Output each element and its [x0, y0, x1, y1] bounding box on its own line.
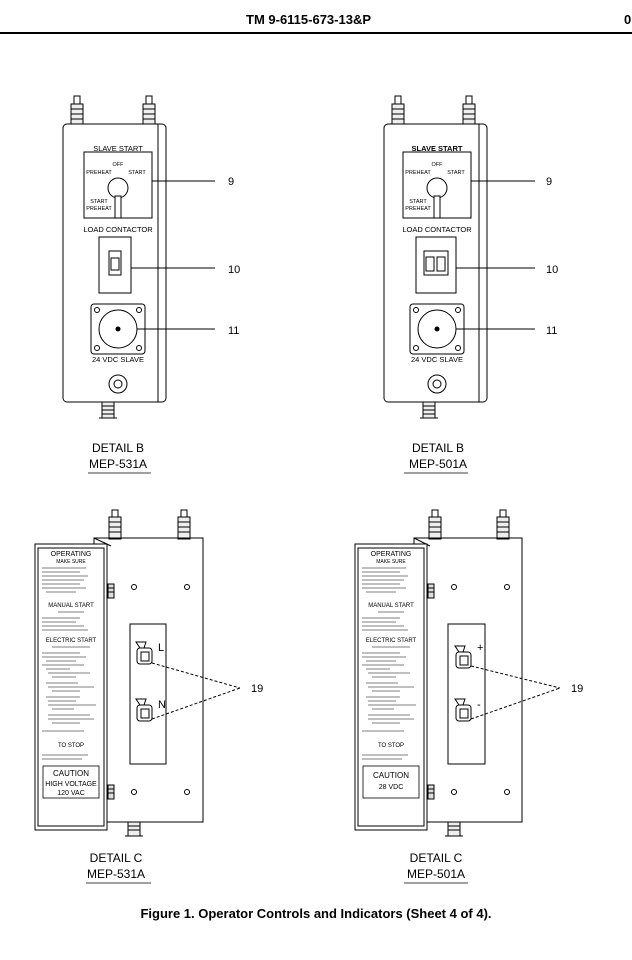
- detail-model: MEP-531A: [89, 457, 147, 471]
- detail-title: DETAIL C: [410, 851, 463, 865]
- load-contactor-label: LOAD CONTACTOR: [83, 225, 153, 234]
- caution-line-1: 28 VDC: [379, 784, 404, 791]
- switch-preheat-label: PREHEAT: [86, 170, 112, 176]
- callout-19: 19: [251, 683, 263, 695]
- detail-model: MEP-501A: [407, 867, 465, 881]
- detail-title: DETAIL B: [412, 441, 464, 455]
- detail-c-left-labels: L N 19: [158, 642, 263, 711]
- callout-9: 9: [228, 176, 234, 188]
- slave-start-label: SLAVE START: [412, 144, 463, 153]
- terminal-plus-label: +: [477, 642, 483, 654]
- load-contactor-label: LOAD CONTACTOR: [402, 225, 472, 234]
- page-header: TM 9-6115-673-13&P 0: [0, 12, 632, 32]
- electric-start-heading: ELECTRIC START: [46, 638, 97, 644]
- operating-heading: OPERATING: [51, 551, 92, 558]
- detail-c-left-plate: OPERATING MAKE SURE MANUAL START ELECTRI…: [42, 551, 100, 799]
- header-rule: [0, 32, 632, 34]
- detail-title: DETAIL B: [92, 441, 144, 455]
- switch-start-label: START: [128, 170, 146, 176]
- caution-line-1: HIGH VOLTAGE: [45, 781, 97, 788]
- detail-c-left-caption: DETAIL C MEP-531A: [86, 851, 151, 884]
- detail-c-right-labels: + - 19: [477, 642, 583, 711]
- callout-10: 10: [546, 264, 558, 276]
- detail-b-right-callouts: 9 10 11: [546, 176, 558, 337]
- switch-preheat-label: PREHEAT: [405, 170, 431, 176]
- top-connector-right: [462, 95, 476, 125]
- slave-start-label: SLAVE START: [93, 144, 143, 153]
- top-connector-left: [70, 95, 84, 125]
- switch-start-preheat-label: START: [409, 199, 427, 205]
- caution-title: CAUTION: [373, 771, 409, 780]
- switch-start-preheat-label: START: [90, 199, 108, 205]
- terminal-l-label: L: [158, 642, 164, 654]
- callout-11: 11: [546, 325, 557, 337]
- callout-10: 10: [228, 264, 240, 276]
- detail-b-right-text: SLAVE START OFF PREHEAT START START PREH…: [402, 144, 472, 364]
- detail-b-right-caption: DETAIL B MEP-501A: [404, 441, 468, 474]
- make-sure-heading: MAKE SURE: [376, 559, 406, 565]
- to-stop-heading: TO STOP: [58, 743, 84, 749]
- callout-9: 9: [546, 176, 552, 188]
- switch-off-label: OFF: [432, 162, 444, 168]
- page-number-fragment: 0: [624, 12, 632, 27]
- detail-b-right-drawing: [383, 95, 535, 419]
- switch-start-label: START: [447, 170, 465, 176]
- manual-start-heading: MANUAL START: [368, 603, 414, 609]
- callout-11: 11: [228, 325, 239, 337]
- top-connector-right: [142, 95, 156, 125]
- vdc-slave-label: 24 VDC SLAVE: [92, 355, 144, 364]
- figure-caption: Figure 1. Operator Controls and Indicato…: [140, 906, 492, 921]
- detail-title: DETAIL C: [90, 851, 143, 865]
- caution-title: CAUTION: [53, 769, 89, 778]
- callout-19: 19: [571, 683, 583, 695]
- manual-start-heading: MANUAL START: [48, 603, 94, 609]
- detail-model: MEP-501A: [409, 457, 467, 471]
- detail-c-right-caption: DETAIL C MEP-501A: [404, 851, 468, 884]
- detail-b-left-drawing: [62, 95, 215, 419]
- detail-b-left-callouts: 9 10 11: [228, 176, 240, 337]
- detail-c-right-plate: OPERATING MAKE SURE MANUAL START ELECTRI…: [362, 551, 420, 799]
- top-connector-left: [391, 95, 405, 125]
- switch-start-preheat-label-2: PREHEAT: [86, 206, 112, 212]
- terminal-minus-label: -: [477, 699, 481, 711]
- caution-line-2: 120 VAC: [57, 790, 85, 797]
- operating-heading: OPERATING: [371, 551, 412, 558]
- switch-start-preheat-label-2: PREHEAT: [405, 206, 431, 212]
- detail-b-left-caption: DETAIL B MEP-531A: [88, 441, 151, 474]
- to-stop-heading: TO STOP: [378, 743, 404, 749]
- document-number: TM 9-6115-673-13&P: [246, 12, 372, 27]
- detail-model: MEP-531A: [87, 867, 145, 881]
- detail-b-left-text: SLAVE START OFF PREHEAT START START PREH…: [83, 144, 153, 364]
- switch-off-label: OFF: [113, 162, 125, 168]
- terminal-n-label: N: [158, 699, 166, 711]
- electric-start-heading: ELECTRIC START: [366, 638, 417, 644]
- make-sure-heading: MAKE SURE: [56, 559, 86, 565]
- vdc-slave-label: 24 VDC SLAVE: [411, 355, 463, 364]
